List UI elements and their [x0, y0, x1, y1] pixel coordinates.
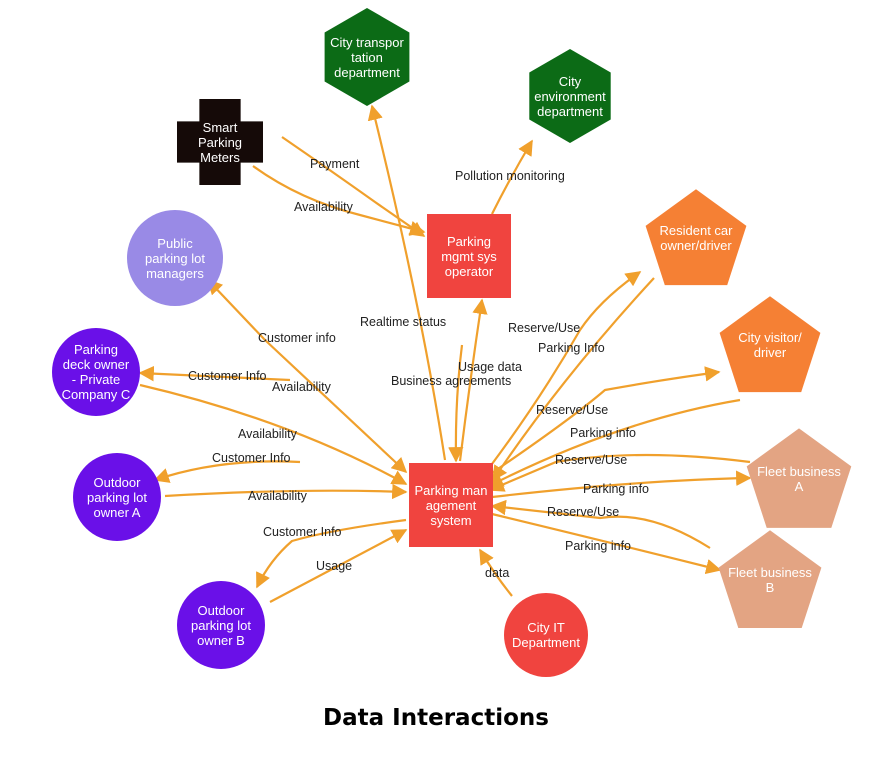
- edge-usage-data: [458, 298, 488, 462]
- edge-label-availability-a: Availability: [248, 489, 308, 503]
- edge-reserve-resident: [488, 271, 642, 469]
- edge-label-reserve-visitor: Reserve/Use: [536, 403, 608, 417]
- node-outdoor-a-circle: [73, 453, 161, 541]
- edge-reserve-visitor: [488, 366, 721, 476]
- edge-parking-info-resident: [492, 277, 655, 482]
- edge-availability-meters: [252, 165, 426, 236]
- edge-business-agreements: [448, 344, 464, 463]
- edge-usage-b: [269, 529, 408, 603]
- edge-label-customer-info-b: Customer Info: [263, 525, 342, 539]
- edge-parking-info-visitor: [487, 398, 741, 487]
- edge-label-availability-public: Availability: [272, 380, 332, 394]
- edge-parking-info-fleet-a: [491, 470, 752, 499]
- node-deck-owner-circle: [52, 328, 140, 416]
- node-city-it-circle: [504, 593, 588, 677]
- edge-customer-info-b: [256, 518, 407, 589]
- edge-reserve-fleet-a: [488, 453, 751, 492]
- edge-payment: [281, 136, 426, 237]
- edge-availability-public: [264, 339, 408, 474]
- edge-realtime: [367, 104, 447, 461]
- node-resident-pentagon: [645, 189, 747, 286]
- edge-availability-deck: [139, 383, 408, 485]
- node-pms-square: [409, 463, 493, 547]
- edge-label-usage-data: Usage data: [458, 360, 522, 374]
- node-outdoor-b-circle: [177, 581, 265, 669]
- edge-customer-info-a: [153, 460, 301, 483]
- node-pm-operator-square: [427, 214, 511, 298]
- node-fleet-b-pentagon: [718, 530, 822, 628]
- edge-label-customer-info-a: Customer Info: [212, 451, 291, 465]
- edge-customer-info-deck: [138, 365, 291, 382]
- edge-label-reserve-fleet-a: Reserve/Use: [555, 453, 627, 467]
- node-fleet-a-pentagon: [746, 428, 852, 528]
- edge-label-data-it: data: [485, 566, 509, 580]
- edge-label-payment: Payment: [310, 157, 360, 171]
- edge-label-availability-deck: Availability: [238, 427, 298, 441]
- edge-availability-a: [164, 483, 408, 500]
- node-visitor-pentagon: [719, 296, 821, 393]
- edge-label-parking-info-visitor: Parking info: [570, 426, 636, 440]
- edge-data-it: [479, 548, 513, 597]
- edge-label-business-agreements: Business agreements: [391, 374, 511, 388]
- node-city-transport-hexagon: [324, 8, 410, 106]
- edge-label-customer-info-deck: Customer Info: [188, 369, 267, 383]
- diagram-caption: Data Interactions: [323, 705, 549, 731]
- edge-label-reserve-resident: Reserve/Use: [508, 321, 580, 335]
- edge-pollution: [491, 139, 533, 215]
- edge-customer-info-public: [206, 278, 266, 341]
- node-smart-meters-cross: [177, 99, 263, 185]
- edge-reserve-fleet-b: [490, 499, 711, 549]
- edge-label-parking-info-fleet-b: Parking info: [565, 539, 631, 553]
- edge-label-availability-meters: Availability: [294, 200, 354, 214]
- edge-label-usage-b: Usage: [316, 559, 352, 573]
- node-city-env-hexagon: [529, 49, 611, 143]
- edge-label-parking-info-fleet-a: Parking info: [583, 482, 649, 496]
- edge-label-customer-info-public: Customer info: [258, 331, 336, 345]
- edge-label-pollution: Pollution monitoring: [455, 169, 565, 183]
- nodes-layer: [52, 8, 852, 677]
- edges-layer: [138, 104, 752, 603]
- edge-label-reserve-fleet-b: Reserve/Use: [547, 505, 619, 519]
- edge-parking-info-fleet-b: [491, 512, 722, 575]
- node-public-managers-circle: [127, 210, 223, 306]
- edge-label-parking-info-resident: Parking Info: [538, 341, 605, 355]
- edge-label-realtime: Realtime status: [360, 315, 446, 329]
